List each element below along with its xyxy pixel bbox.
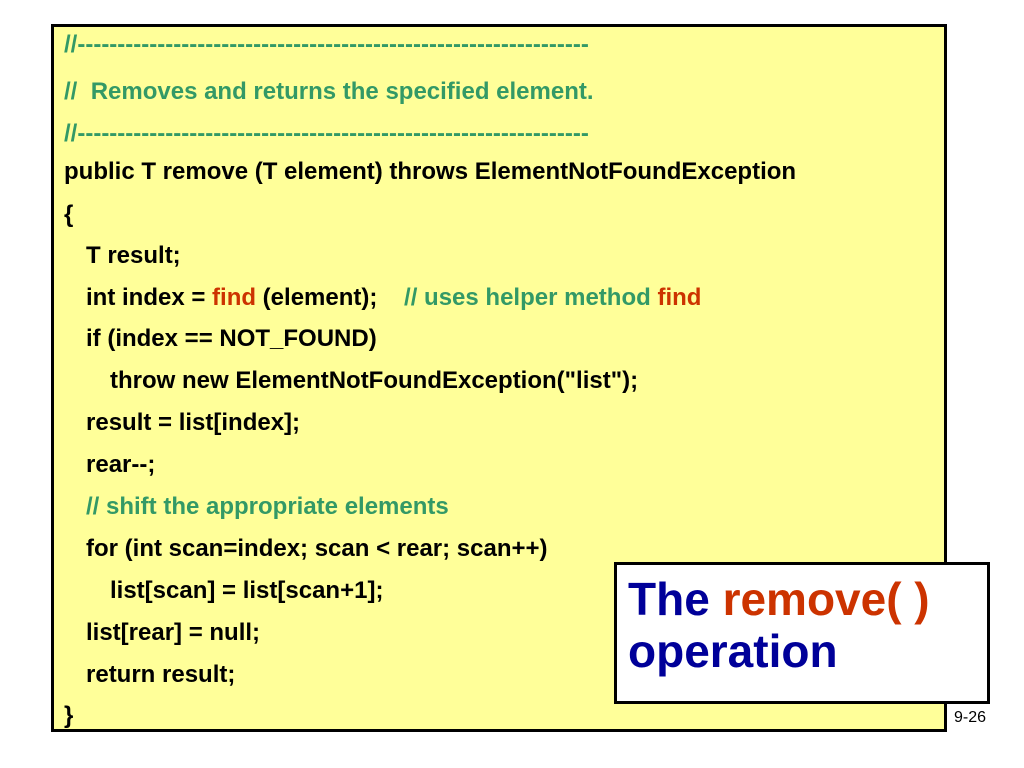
title-word-the: The bbox=[628, 573, 710, 625]
shift-comment: // shift the appropriate elements bbox=[86, 493, 449, 520]
helper-comment-find: find bbox=[657, 284, 702, 311]
declare-result: T result; bbox=[86, 242, 181, 269]
comment-description: // Removes and returns the specified ele… bbox=[64, 78, 594, 106]
open-brace: { bbox=[64, 201, 74, 228]
for-loop: for (int scan=index; scan < rear; scan++… bbox=[86, 535, 548, 562]
code-listing: //--------------------------------------… bbox=[51, 24, 947, 732]
title-word-remove: remove( ) bbox=[722, 573, 930, 625]
shift-statement: list[scan] = list[scan+1]; bbox=[110, 577, 384, 604]
null-statement: list[rear] = null; bbox=[86, 619, 261, 646]
slide-title: The remove( ) operation bbox=[614, 562, 990, 704]
index-assignment: int index = find (element); // uses help… bbox=[86, 284, 701, 312]
slide-number: 9-26 bbox=[954, 709, 987, 726]
close-brace: } bbox=[64, 702, 74, 729]
decrement-rear: rear--; bbox=[86, 451, 156, 478]
index-assignment-start: int index = bbox=[86, 284, 213, 311]
throw-statement: throw new ElementNotFoundException("list… bbox=[110, 367, 639, 394]
comment-description-prefix: // bbox=[64, 78, 78, 105]
find-call: find bbox=[212, 284, 257, 311]
helper-comment: // uses helper method bbox=[404, 284, 658, 311]
comment-rule-bottom: //--------------------------------------… bbox=[64, 120, 589, 147]
comment-description-text: Removes and returns the specified elemen… bbox=[90, 78, 594, 105]
title-word-operation: operation bbox=[628, 625, 838, 677]
assign-result: result = list[index]; bbox=[86, 409, 301, 436]
comment-rule-top: //--------------------------------------… bbox=[64, 31, 589, 58]
return-statement: return result; bbox=[86, 661, 236, 688]
index-assignment-end: (element); bbox=[256, 284, 378, 311]
method-signature: public T remove (T element) throws Eleme… bbox=[64, 158, 797, 185]
if-not-found: if (index == NOT_FOUND) bbox=[86, 325, 377, 352]
